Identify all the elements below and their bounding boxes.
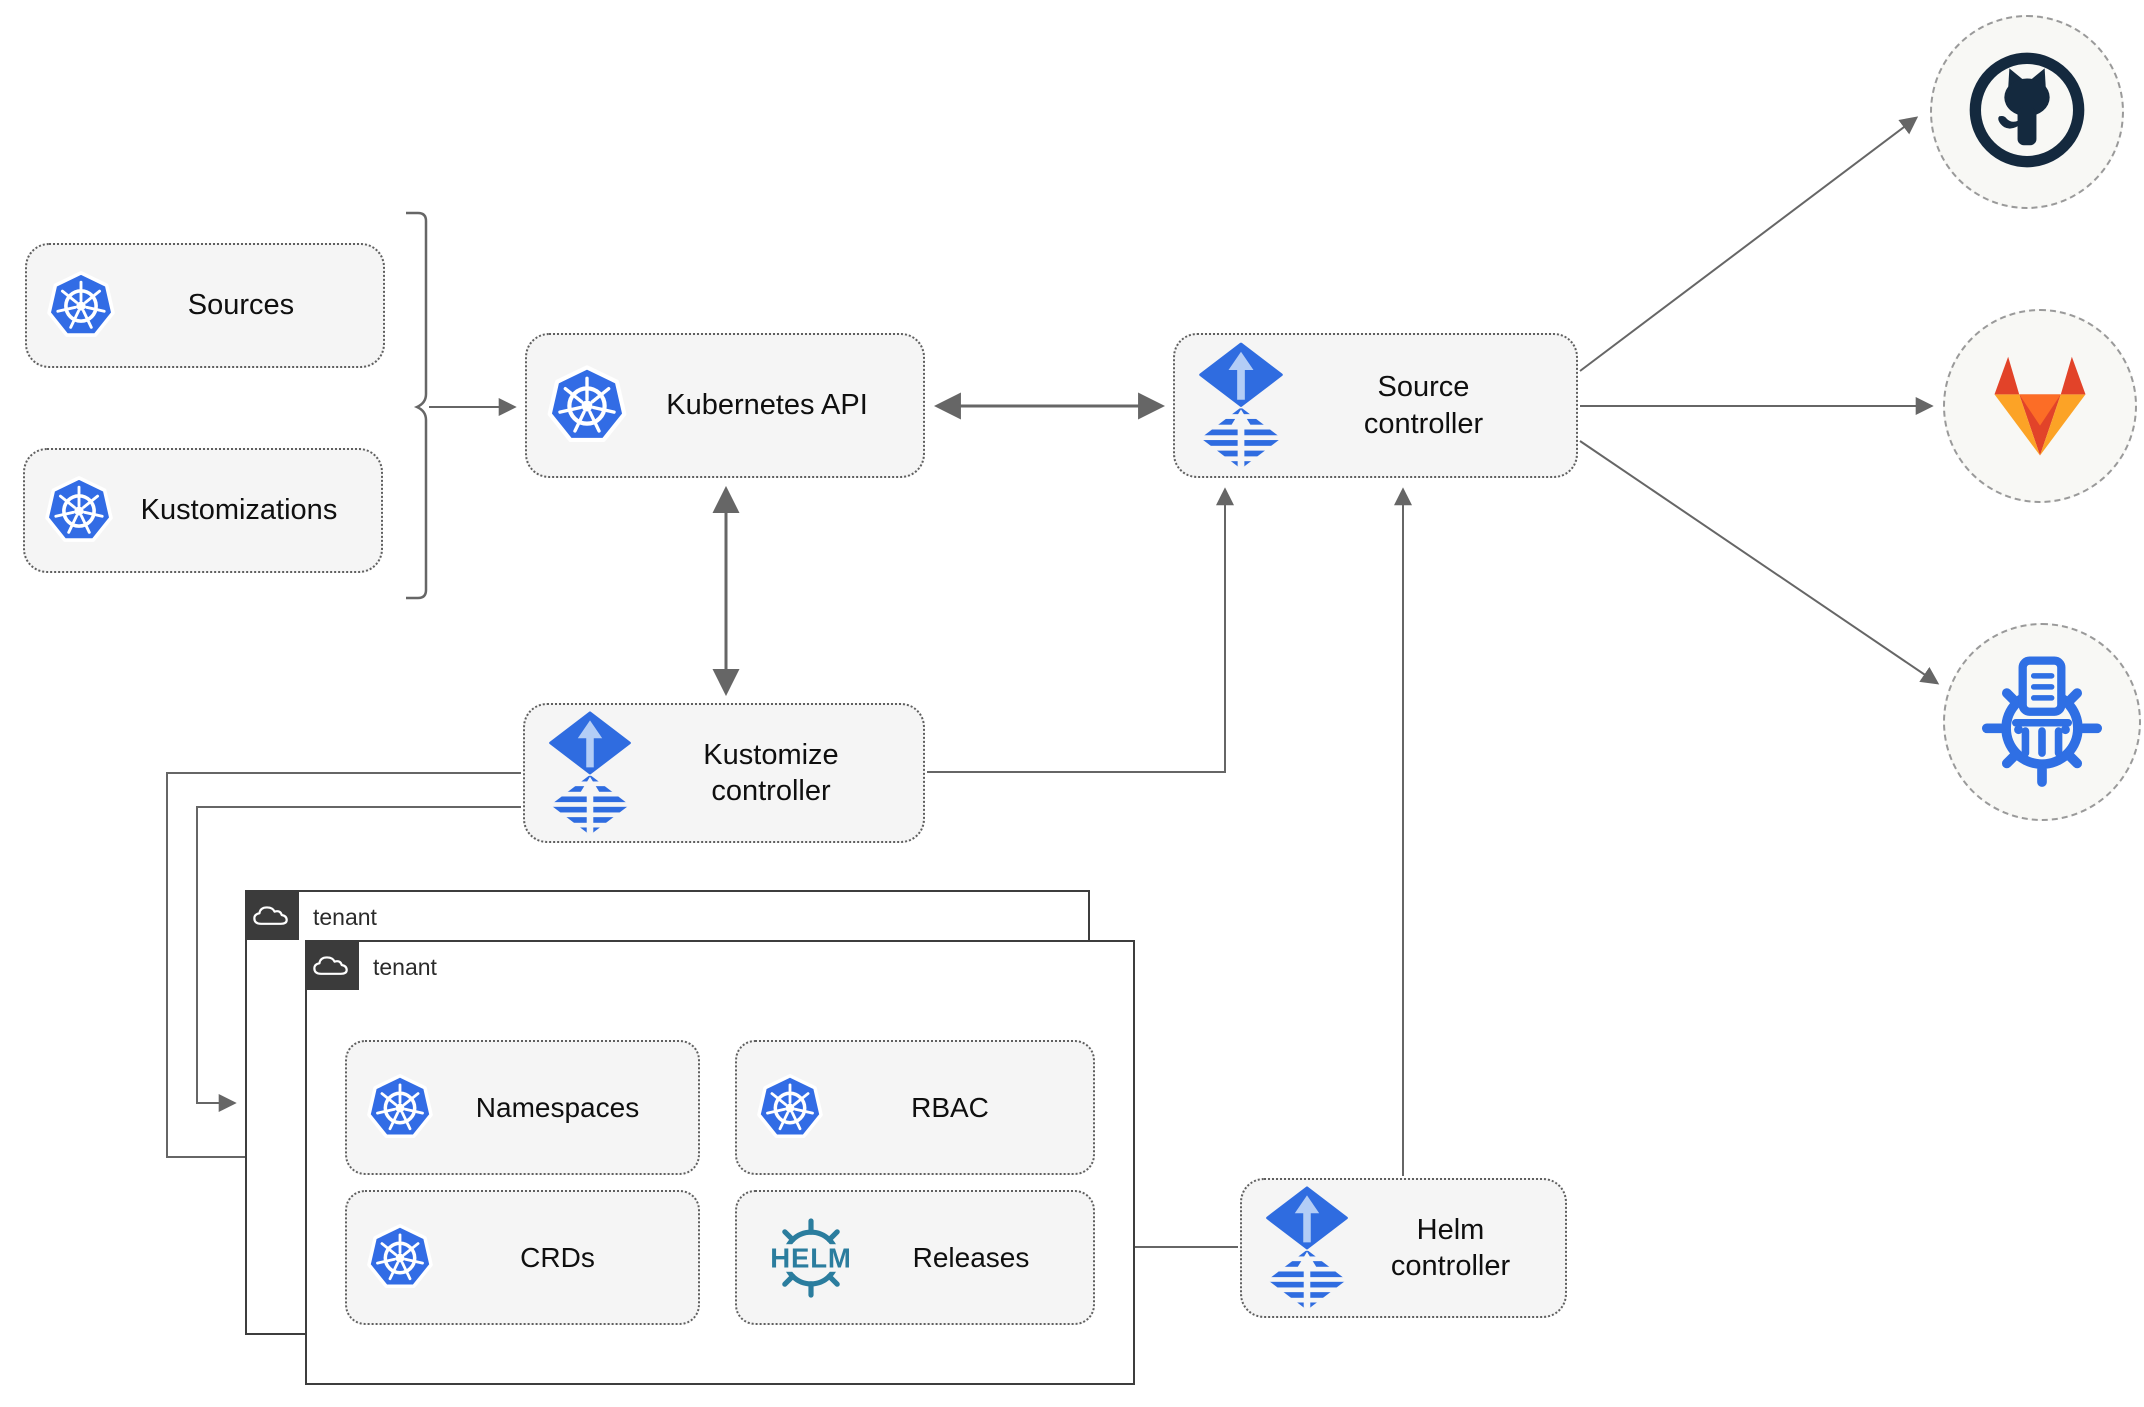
node-namespaces: Namespaces: [345, 1040, 700, 1175]
node-releases: HELM Releases: [735, 1190, 1095, 1325]
node-namespaces-label: Namespaces: [475, 1092, 640, 1123]
cloud-icon: [245, 890, 299, 940]
node-sources: Sources: [25, 243, 385, 368]
flux-icon: [543, 711, 637, 835]
kubernetes-icon: [43, 475, 115, 547]
node-crds: CRDs: [345, 1190, 700, 1325]
flux-icon: [1193, 342, 1289, 469]
helm-icon: HELM: [755, 1212, 867, 1304]
gitlab-icon: [1975, 345, 2105, 467]
flux-icon: [1260, 1186, 1354, 1310]
kubernetes-icon: [365, 1073, 435, 1143]
arrow-kustomize-to-source: [927, 487, 1234, 773]
node-rbac-label: RBAC: [911, 1092, 989, 1123]
node-crds-label: CRDs: [520, 1242, 595, 1273]
node-kubernetes-api: Kubernetes API: [525, 333, 925, 478]
kubernetes-icon: [365, 1223, 435, 1293]
github-icon: [1964, 47, 2090, 178]
tenant-back-label: tenant: [313, 904, 377, 930]
chartmuseum-icon: [1973, 651, 2111, 794]
arrow-kustomize-to-front-tenant: [166, 772, 521, 1166]
node-releases-label: Releases: [912, 1242, 1030, 1273]
arrow-source-to-chart-repository: [1579, 440, 1940, 685]
node-kustomize-controller-label: Kustomize controller: [703, 738, 839, 807]
node-kubernetes-api-label: Kubernetes API: [666, 389, 868, 422]
node-source-controller: Source controller: [1173, 333, 1578, 478]
external-gitlab: [1943, 309, 2137, 503]
helm-logo-text: HELM: [770, 1242, 852, 1273]
node-helm-controller: Helm controller: [1240, 1178, 1567, 1318]
group-bracket: [406, 211, 428, 600]
node-source-controller-label: Source controller: [1363, 371, 1484, 440]
node-sources-label: Sources: [187, 289, 295, 322]
external-chart-repository: [1943, 623, 2141, 821]
arrow-source-to-github: [1579, 116, 1919, 372]
node-rbac: RBAC: [735, 1040, 1095, 1175]
arrow-kustomize-to-back-tenant: [196, 806, 521, 1112]
external-github: [1930, 15, 2124, 209]
tenant-front-label: tenant: [373, 954, 437, 980]
kubernetes-icon: [45, 270, 117, 342]
node-kustomize-controller: Kustomize controller: [523, 703, 925, 843]
kubernetes-icon: [545, 364, 629, 448]
kubernetes-icon: [755, 1073, 825, 1143]
node-helm-controller-label: Helm controller: [1390, 1213, 1511, 1282]
cloud-icon: [305, 940, 359, 990]
node-kustomizations: Kustomizations: [23, 448, 383, 573]
node-kustomizations-label: Kustomizations: [140, 494, 338, 527]
